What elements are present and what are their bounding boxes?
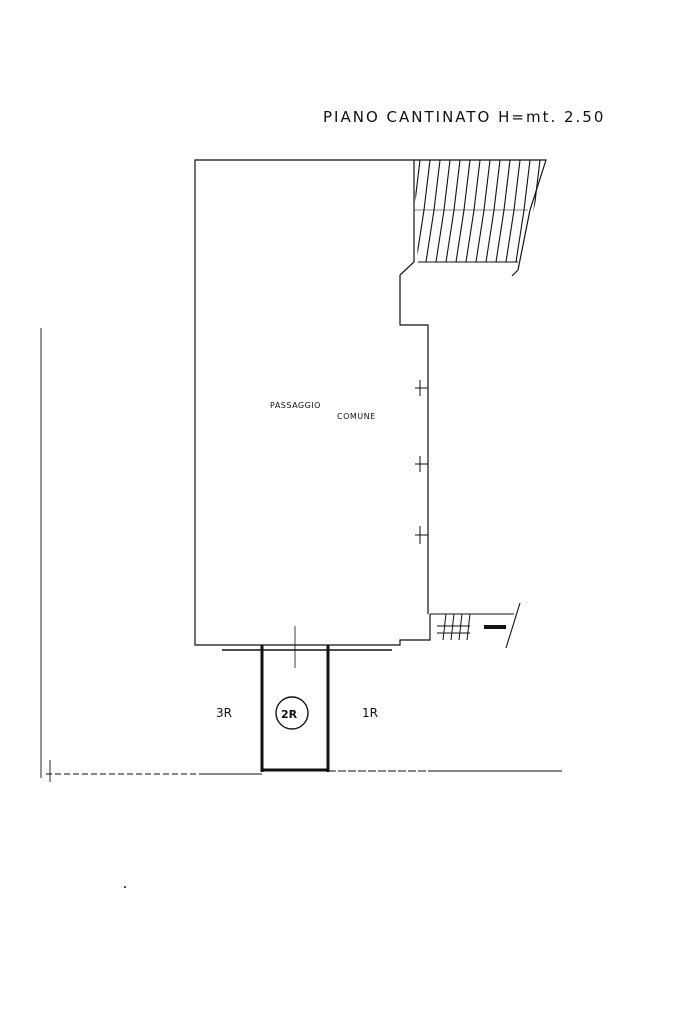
stair-tread — [525, 209, 535, 263]
stair-tread — [450, 613, 455, 640]
stair-tread — [414, 209, 415, 263]
stair-tread — [463, 160, 471, 211]
lower-staircase — [430, 602, 521, 649]
room-label-passage-line1: PASSAGGIO — [270, 401, 321, 410]
stair-tread — [414, 160, 421, 211]
stair-tread — [503, 160, 511, 211]
unit-label-3r: 3R — [216, 706, 232, 720]
unit-label-1r: 1R — [362, 706, 378, 720]
stair-tread — [433, 160, 441, 211]
stair-tread — [423, 160, 431, 211]
right-wall — [399, 160, 429, 614]
stray-mark — [124, 886, 126, 888]
stair-tread — [523, 160, 531, 211]
stair-tread — [435, 209, 445, 263]
stair-tread — [458, 613, 463, 640]
door-markers — [415, 380, 428, 544]
stair-tread — [425, 209, 435, 263]
stair-tread — [485, 209, 495, 263]
room-label-passage-line2: COMUNE — [337, 412, 376, 421]
plan-title: PIANO CANTINATO H=mt. 2.50 — [323, 108, 605, 126]
unit-label-2r: 2R — [281, 708, 298, 721]
stair-tread — [445, 209, 455, 263]
stair-tread — [453, 160, 461, 211]
building-outline — [194, 159, 431, 646]
boundary-lines — [40, 328, 562, 782]
stair-tread — [533, 160, 541, 211]
upper-staircase — [414, 159, 547, 277]
stair-tread — [515, 209, 525, 263]
stair-tread — [443, 160, 451, 211]
stair-tread — [442, 613, 447, 640]
stair-tread — [465, 209, 475, 263]
stair-tread — [483, 160, 491, 211]
stair-tread — [466, 613, 471, 640]
stair-tread — [473, 160, 481, 211]
stair-tread — [475, 209, 485, 263]
stair-tread — [455, 209, 465, 263]
stair-tread — [415, 209, 425, 263]
stair-tread — [495, 209, 505, 263]
stair-tread — [493, 160, 501, 211]
stair-tread — [513, 160, 521, 211]
unit-circle-marker — [275, 696, 309, 730]
cellar-unit-2r — [222, 626, 392, 772]
stair-tread — [505, 209, 515, 263]
